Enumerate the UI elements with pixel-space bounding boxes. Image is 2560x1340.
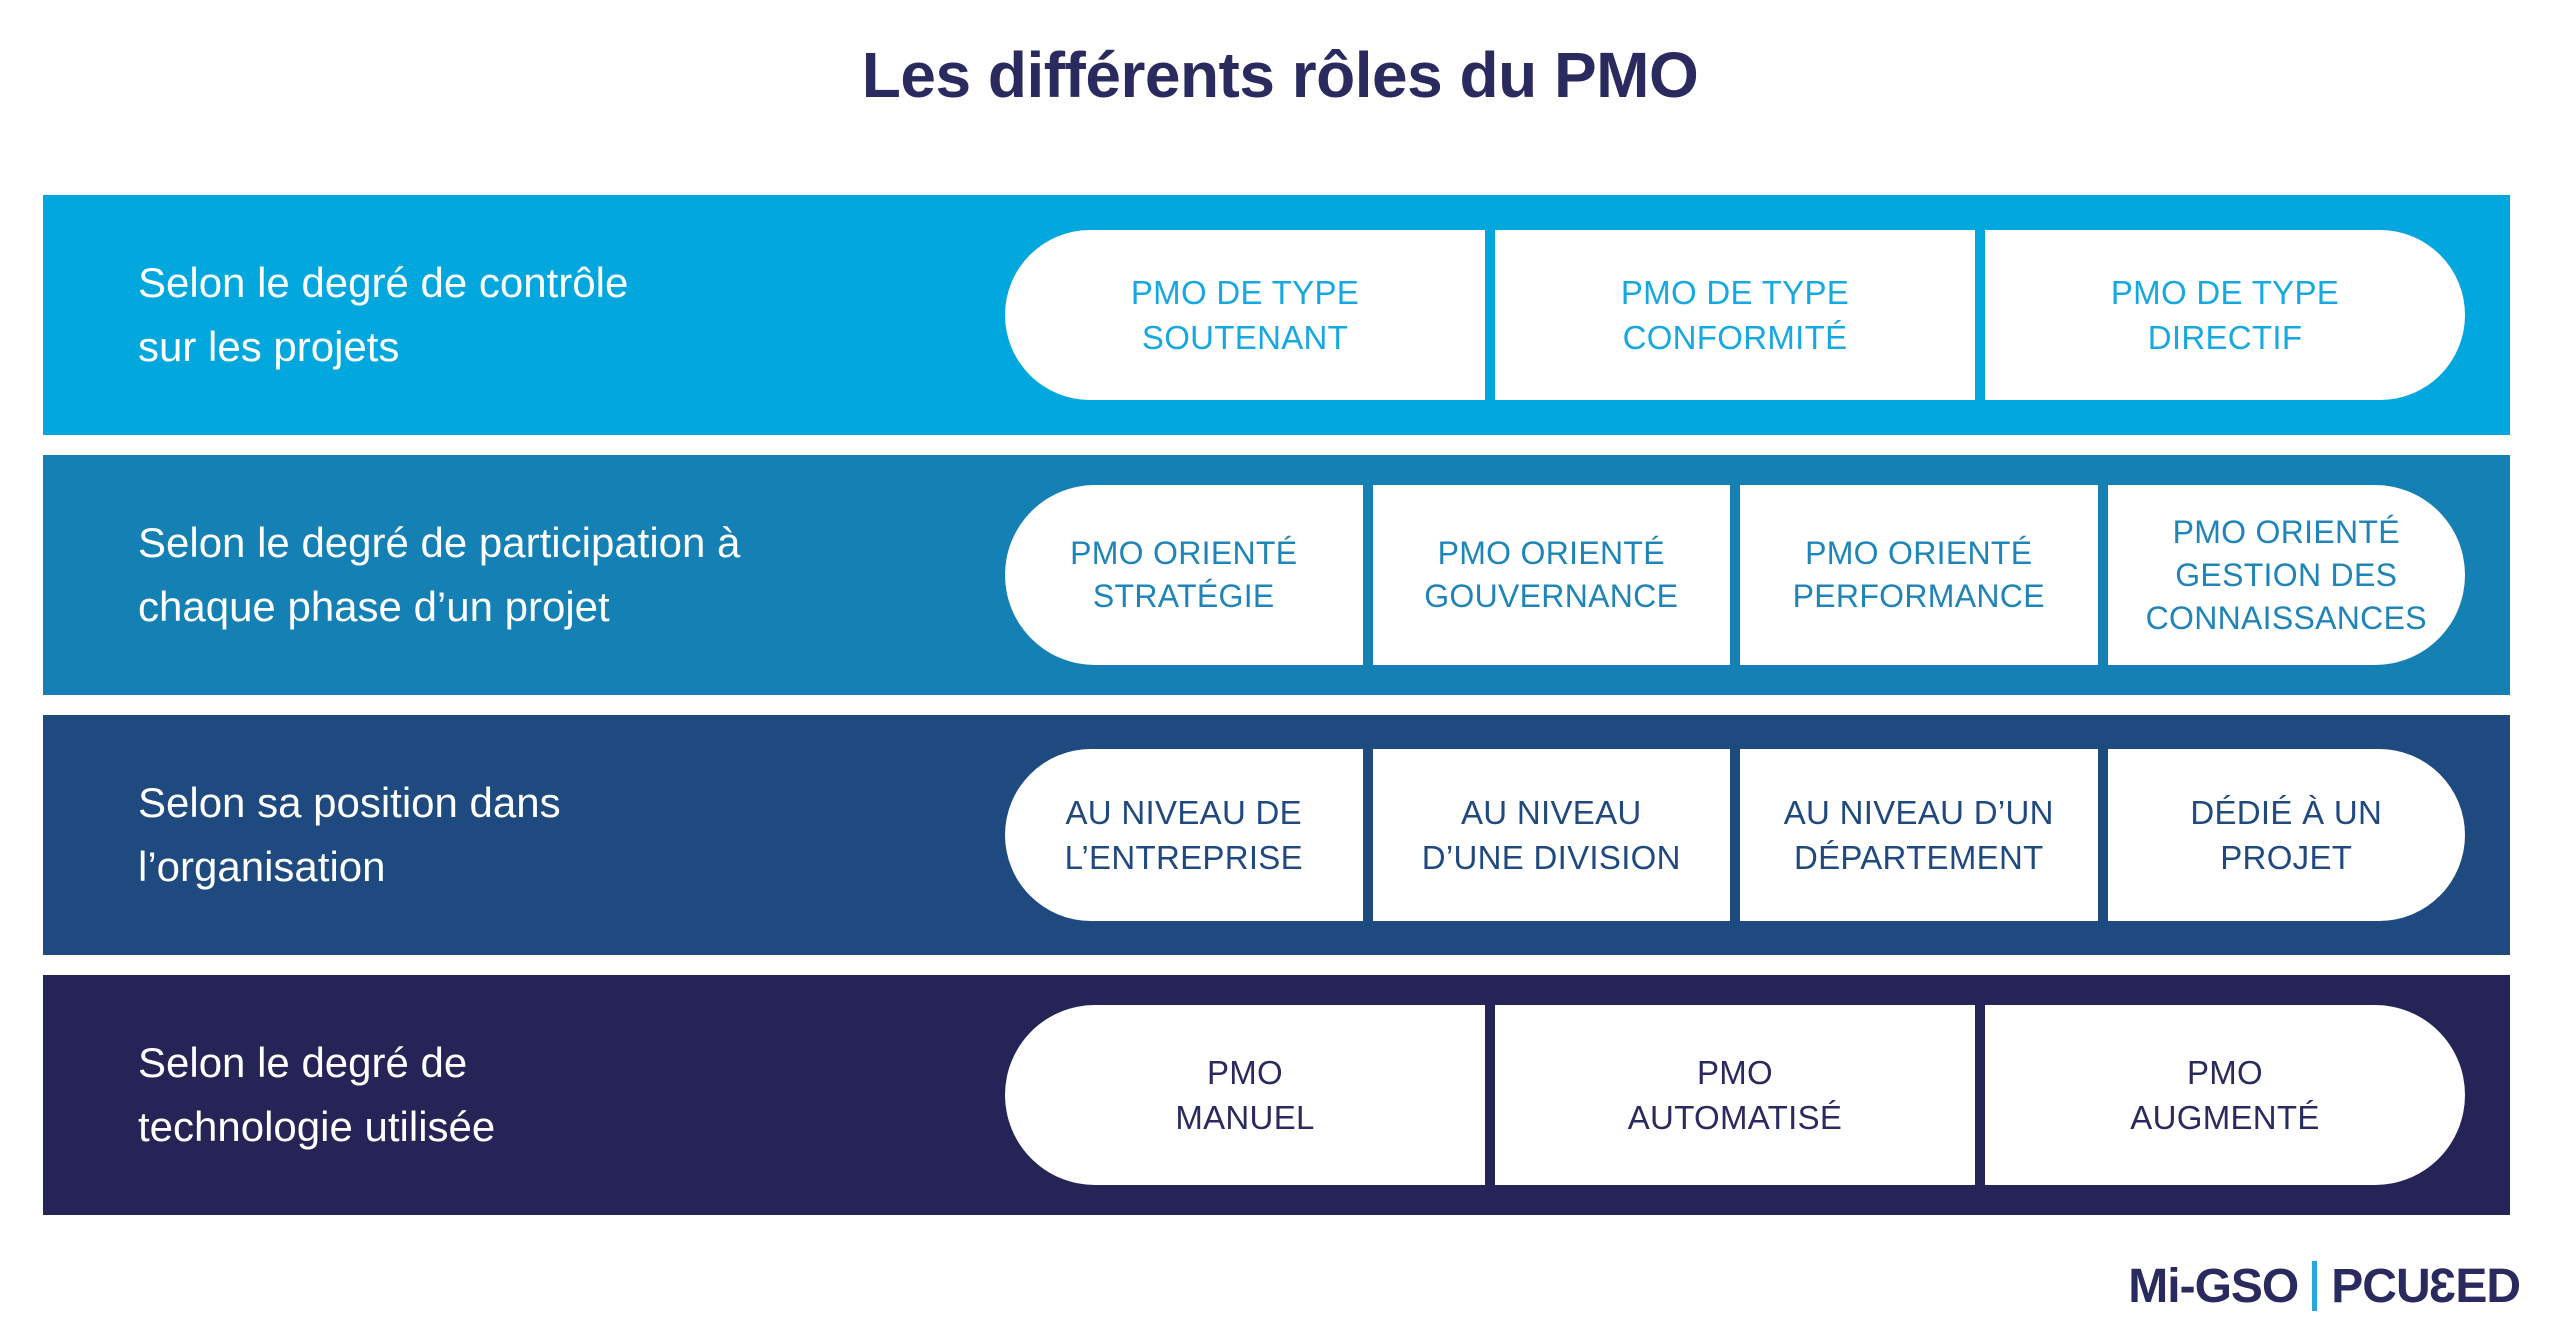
brand-logo: Mi-GSO PCU3ED [2128, 1258, 2521, 1314]
pill-pmo-gestion-connaissances[interactable]: PMO ORIENTÉ GESTION DES CONNAISSANCES [2107, 485, 2465, 665]
pill-label: PMO DE TYPE DIRECTIF [2111, 270, 2339, 360]
pill-pmo-performance[interactable]: PMO ORIENTÉ PERFORMANCE [1740, 485, 2098, 665]
pill-label: PMO MANUEL [1175, 1050, 1314, 1140]
pill-line-1: AU NIVEAU D’UN [1783, 794, 2054, 831]
pill-pmo-automatise[interactable]: PMO AUTOMATISÉ [1495, 1005, 1975, 1185]
category-label-position: Selon sa position dans l’organisation [43, 771, 1005, 899]
pill-label: PMO ORIENTÉ GOUVERNANCE [1424, 532, 1678, 618]
pill-label: PMO ORIENTÉ STRATÉGIE [1070, 532, 1297, 618]
pill-label: PMO DE TYPE SOUTENANT [1131, 270, 1359, 360]
pill-pmo-conformite[interactable]: PMO DE TYPE CONFORMITÉ [1495, 230, 1975, 400]
category-label-participation: Selon le degré de participation à chaque… [43, 511, 1005, 639]
pill-line-2: STRATÉGIE [1092, 578, 1275, 614]
pill-pmo-manuel[interactable]: PMO MANUEL [1005, 1005, 1485, 1185]
logo-pcubed-reversed-three: 3 [2429, 1259, 2456, 1313]
category-label-line-2: sur les projets [138, 323, 400, 370]
pill-line-2: GOUVERNANCE [1424, 578, 1679, 614]
pill-label: PMO ORIENTÉ GESTION DES CONNAISSANCES [2146, 511, 2427, 640]
pill-line-1: PMO DE TYPE [1130, 274, 1360, 311]
category-label-line-2: technologie utilisée [138, 1103, 496, 1150]
pill-line-2: DIRECTIF [2147, 319, 2303, 356]
logo-migso-text: Mi-GSO [2128, 1259, 2299, 1313]
pill-line-2: CONFORMITÉ [1622, 319, 1848, 356]
logo-pcubed-text: PCU3ED [2331, 1259, 2521, 1314]
pill-line-1: PMO ORIENTÉ [1437, 535, 1665, 571]
pill-group-control: PMO DE TYPE SOUTENANT PMO DE TYPE CONFOR… [1005, 230, 2465, 400]
pill-line-1: DÉDIÉ À UN [2190, 794, 2383, 831]
pill-label: AU NIVEAU D’UN DÉPARTEMENT [1784, 790, 2054, 880]
pill-line-2: PERFORMANCE [1792, 578, 2045, 614]
pill-line-1: PMO DE TYPE [2110, 274, 2340, 311]
pill-line-1: PMO ORIENTÉ [1070, 535, 1298, 571]
category-label-technologie: Selon le degré de technologie utilisée [43, 1031, 1005, 1159]
pill-group-position: AU NIVEAU DE L’ENTREPRISE AU NIVEAU D’UN… [1005, 749, 2465, 921]
pill-dedie-projet[interactable]: DÉDIÉ À UN PROJET [2107, 749, 2465, 921]
pill-label: DÉDIÉ À UN PROJET [2190, 790, 2382, 880]
category-label-line-1: Selon le degré de contrôle [138, 259, 629, 306]
category-label-line-1: Selon le degré de [138, 1039, 468, 1086]
pill-label: PMO DE TYPE CONFORMITÉ [1621, 270, 1849, 360]
pill-label: PMO AUTOMATISÉ [1628, 1050, 1842, 1140]
category-label-line-2: l’organisation [138, 843, 386, 890]
pill-line-1: PMO [2186, 1054, 2264, 1091]
pill-pmo-soutenant[interactable]: PMO DE TYPE SOUTENANT [1005, 230, 1485, 400]
pill-line-1: AU NIVEAU [1460, 794, 1642, 831]
category-label-control: Selon le degré de contrôle sur les proje… [43, 251, 1005, 379]
pill-line-1: PMO ORIENTÉ [1805, 535, 2033, 571]
category-label-line-2: chaque phase d’un projet [138, 583, 610, 630]
category-row-technologie: Selon le degré de technologie utilisée P… [43, 975, 2510, 1215]
pill-label: PMO ORIENTÉ PERFORMANCE [1793, 532, 2045, 618]
pill-line-1: PMO ORIENTÉ [2172, 513, 2400, 550]
roles-table: Selon le degré de contrôle sur les proje… [43, 195, 2510, 1235]
pill-pmo-augmente[interactable]: PMO AUGMENTÉ [1985, 1005, 2465, 1185]
pill-line-1: AU NIVEAU DE [1065, 794, 1302, 831]
pill-niveau-division[interactable]: AU NIVEAU D’UNE DIVISION [1372, 749, 1730, 921]
pill-pmo-gouvernance[interactable]: PMO ORIENTÉ GOUVERNANCE [1372, 485, 1730, 665]
pill-pmo-directif[interactable]: PMO DE TYPE DIRECTIF [1985, 230, 2465, 400]
logo-divider [2312, 1261, 2318, 1311]
category-label-line-1: Selon sa position dans [138, 779, 561, 826]
pill-line-2: SOUTENANT [1141, 319, 1349, 356]
pill-pmo-strategie[interactable]: PMO ORIENTÉ STRATÉGIE [1005, 485, 1363, 665]
category-label-line-1: Selon le degré de participation à [138, 519, 741, 566]
pill-group-participation: PMO ORIENTÉ STRATÉGIE PMO ORIENTÉ GOUVER… [1005, 485, 2465, 665]
logo-pcubed-part-1: PCU [2331, 1259, 2430, 1313]
pill-label: PMO AUGMENTÉ [2130, 1050, 2319, 1140]
pill-line-2: AUTOMATISÉ [1627, 1099, 1843, 1136]
pill-line-1: PMO [1206, 1054, 1284, 1091]
category-row-control: Selon le degré de contrôle sur les proje… [43, 195, 2510, 435]
page-title: Les différents rôles du PMO [861, 39, 1699, 111]
pill-line-1: PMO [1696, 1054, 1774, 1091]
pill-niveau-departement[interactable]: AU NIVEAU D’UN DÉPARTEMENT [1740, 749, 2098, 921]
pill-line-1: PMO DE TYPE [1620, 274, 1850, 311]
pill-label: AU NIVEAU D’UNE DIVISION [1422, 790, 1681, 880]
pill-line-2: GESTION DES [2175, 556, 2398, 593]
pill-line-2: PROJET [2220, 839, 2353, 876]
category-row-participation: Selon le degré de participation à chaque… [43, 455, 2510, 695]
pill-line-2: AUGMENTÉ [2130, 1099, 2320, 1136]
pill-niveau-entreprise[interactable]: AU NIVEAU DE L’ENTREPRISE [1005, 749, 1363, 921]
category-row-position: Selon sa position dans l’organisation AU… [43, 715, 2510, 955]
pill-group-technologie: PMO MANUEL PMO AUTOMATISÉ PMO AUGMENTÉ [1005, 1005, 2465, 1185]
pill-line-3: CONNAISSANCES [2145, 599, 2427, 636]
pill-line-2: D’UNE DIVISION [1421, 839, 1681, 876]
pill-line-2: L’ENTREPRISE [1064, 839, 1303, 876]
pill-line-2: DÉPARTEMENT [1793, 839, 2044, 876]
pill-label: AU NIVEAU DE L’ENTREPRISE [1065, 790, 1303, 880]
pill-line-2: MANUEL [1175, 1099, 1315, 1136]
logo-pcubed-part-2: ED [2455, 1259, 2521, 1313]
